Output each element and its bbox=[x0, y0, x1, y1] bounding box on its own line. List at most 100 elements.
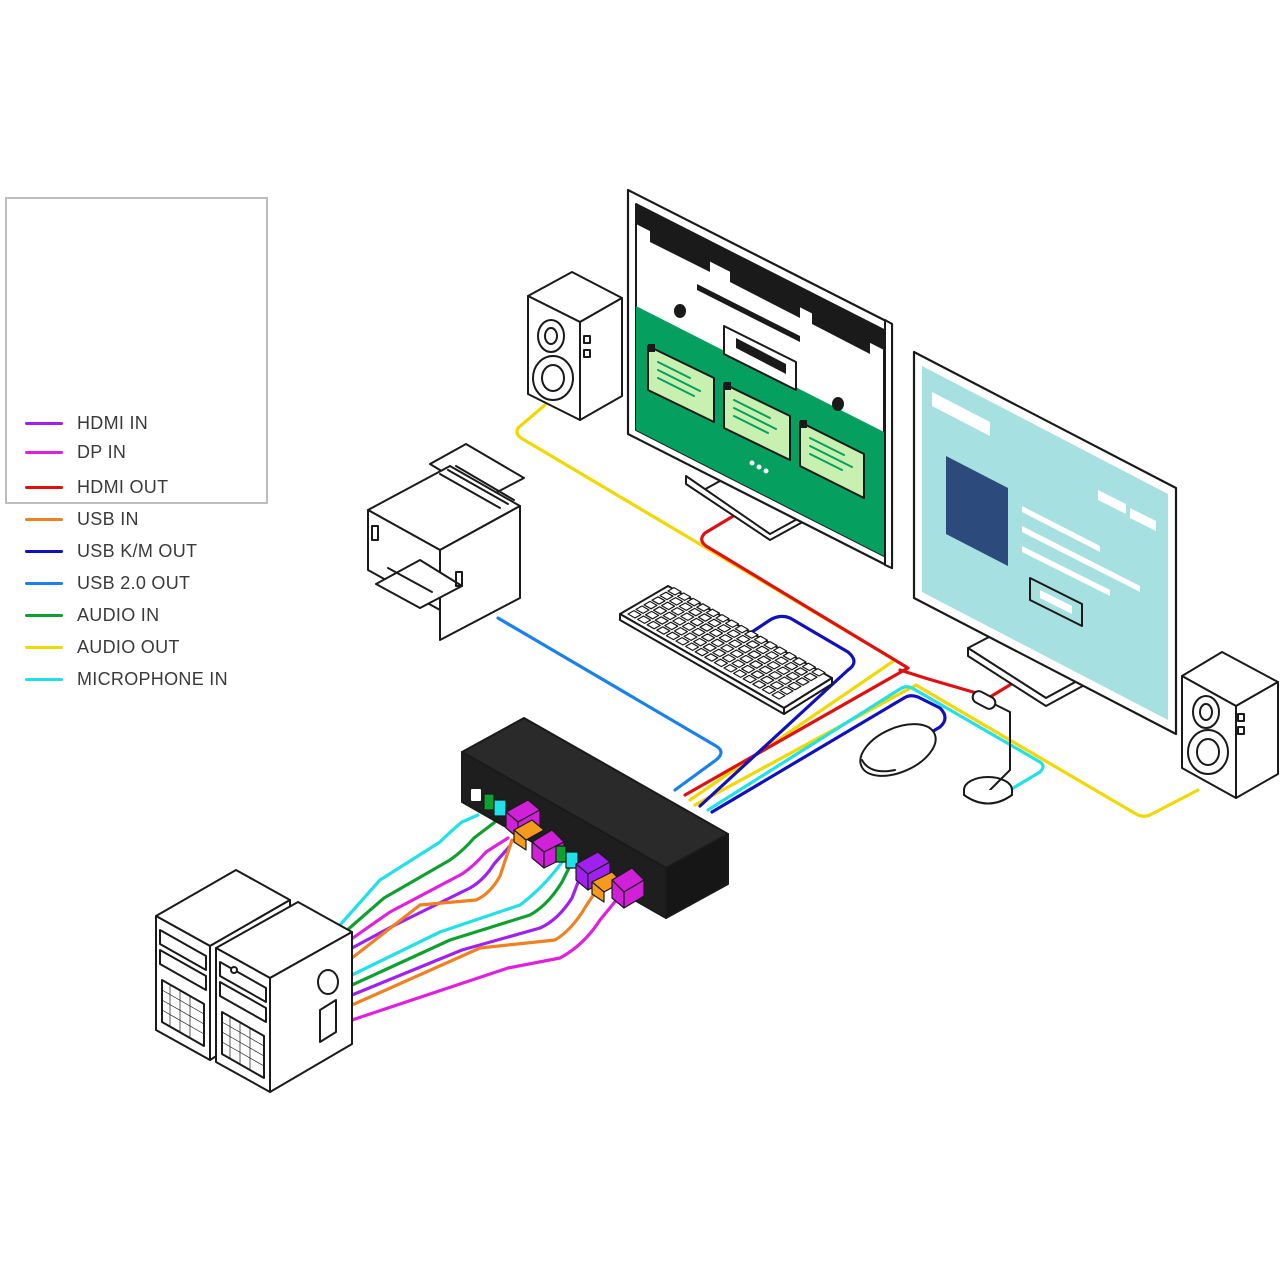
keyboard-key bbox=[721, 653, 737, 663]
keyboard-key bbox=[779, 686, 794, 696]
legend: HDMI IN DP IN HDMI OUT USB IN USB K/M OU… bbox=[5, 197, 268, 689]
keyboard-key bbox=[673, 626, 689, 636]
legend-swatch bbox=[25, 613, 63, 617]
cable-audio-out-speaker-right bbox=[693, 683, 1200, 818]
keyboard-key bbox=[668, 596, 684, 606]
keyboard-key bbox=[745, 640, 761, 649]
cable-hdmi-out-monitor-1 bbox=[683, 513, 910, 797]
keyboard-key bbox=[766, 660, 781, 670]
keyboard-key bbox=[675, 636, 690, 646]
speaker-right[interactable] bbox=[1181, 651, 1279, 799]
printer[interactable] bbox=[367, 443, 525, 641]
keyboard-key bbox=[739, 654, 754, 664]
keyboard-key bbox=[643, 600, 658, 610]
keyboard-key bbox=[763, 640, 778, 650]
keyboard-key bbox=[758, 665, 773, 675]
keyboard-key bbox=[744, 630, 759, 639]
keyboard-key bbox=[654, 616, 669, 625]
keyboard-key bbox=[707, 618, 722, 628]
keyboard-key bbox=[769, 680, 785, 690]
legend-swatch bbox=[25, 421, 63, 425]
keyboard-key bbox=[672, 616, 687, 626]
keyboard-key bbox=[736, 634, 751, 644]
keyboard-key bbox=[784, 661, 799, 671]
legend-label: USB IN bbox=[77, 508, 139, 529]
kvm-switch[interactable] bbox=[461, 717, 729, 919]
keyboard-key bbox=[678, 602, 693, 612]
keyboard-key bbox=[713, 658, 729, 668]
keyboard-key bbox=[659, 591, 674, 601]
keyboard-key bbox=[676, 592, 692, 602]
keyboard-key bbox=[651, 596, 666, 605]
keyboard-key bbox=[728, 639, 743, 649]
keyboard-key bbox=[777, 676, 793, 686]
microphone[interactable] bbox=[963, 689, 1013, 805]
keyboard-key bbox=[692, 637, 708, 647]
keyboard-key bbox=[793, 667, 809, 676]
keyboard-key bbox=[670, 606, 685, 616]
keyboard-key bbox=[731, 659, 746, 669]
monitor-1[interactable] bbox=[626, 188, 894, 570]
keyboard-key bbox=[697, 613, 713, 622]
keyboard-key bbox=[803, 672, 818, 682]
keyboard-key bbox=[712, 648, 727, 658]
legend-swatch bbox=[25, 645, 63, 649]
keyboard-key bbox=[723, 663, 738, 673]
legend-label: AUDIO IN bbox=[77, 604, 160, 625]
cable-usb2-out-printer bbox=[496, 616, 723, 792]
legend-label: MICROPHONE IN bbox=[77, 668, 228, 689]
legend-swatch bbox=[25, 450, 63, 454]
monitor-2[interactable] bbox=[912, 350, 1178, 736]
speaker-left[interactable] bbox=[527, 271, 623, 421]
keyboard-key bbox=[742, 674, 757, 684]
keyboard-key bbox=[764, 650, 780, 660]
keyboard-key bbox=[681, 622, 697, 632]
keyboard-key bbox=[689, 617, 705, 627]
legend-swatch bbox=[25, 549, 63, 553]
legend-item-audio-out: AUDIO OUT bbox=[25, 635, 180, 659]
keyboard-key bbox=[627, 609, 642, 619]
keyboard-key bbox=[772, 646, 788, 656]
legend-label: HDMI IN bbox=[77, 412, 149, 433]
computer-2[interactable] bbox=[215, 901, 353, 1093]
keyboard-key bbox=[704, 653, 719, 662]
legend-item-dp-in: DP IN bbox=[25, 440, 126, 464]
keyboard-key bbox=[635, 605, 650, 615]
keyboard-key bbox=[710, 638, 725, 648]
cables bbox=[338, 403, 1200, 1022]
keyboard-key bbox=[694, 647, 709, 657]
keyboard-key bbox=[667, 586, 682, 596]
keyboard-key bbox=[726, 629, 741, 639]
keyboard[interactable] bbox=[619, 585, 833, 715]
keyboard-key bbox=[734, 624, 749, 634]
legend-item-usb-km-out: USB K/M OUT bbox=[25, 539, 197, 563]
keyboard-key bbox=[795, 677, 810, 686]
keyboard-key bbox=[768, 670, 783, 680]
cable-usb-km-mouse bbox=[710, 694, 947, 814]
power-button[interactable] bbox=[471, 789, 481, 801]
keyboard-key bbox=[801, 662, 817, 672]
keyboard-key bbox=[748, 660, 764, 669]
legend-item-hdmi-in: HDMI IN bbox=[25, 411, 148, 435]
keyboard-key bbox=[680, 612, 695, 622]
legend-swatch bbox=[25, 517, 63, 521]
keyboard-key bbox=[740, 664, 756, 674]
kvm-switch-side bbox=[665, 833, 729, 919]
legend-label: HDMI OUT bbox=[77, 476, 169, 497]
keyboard-key bbox=[756, 655, 772, 665]
port-group-1 bbox=[483, 793, 565, 869]
keyboard-key bbox=[737, 644, 753, 654]
keyboard-key bbox=[729, 649, 745, 659]
cable-hdmi-out-monitor-2 bbox=[898, 668, 1020, 699]
keyboard-key bbox=[792, 657, 807, 666]
cable-usb-km-keyboard bbox=[698, 614, 856, 808]
keyboard-key bbox=[644, 610, 660, 620]
keyboard-key bbox=[782, 651, 797, 661]
mouse[interactable] bbox=[853, 714, 944, 787]
keyboard-keys bbox=[627, 586, 826, 700]
legend-swatch bbox=[25, 485, 63, 489]
keyboard-key bbox=[656, 626, 671, 635]
keyboard-key bbox=[752, 680, 767, 689]
legend-label: DP IN bbox=[77, 441, 127, 462]
